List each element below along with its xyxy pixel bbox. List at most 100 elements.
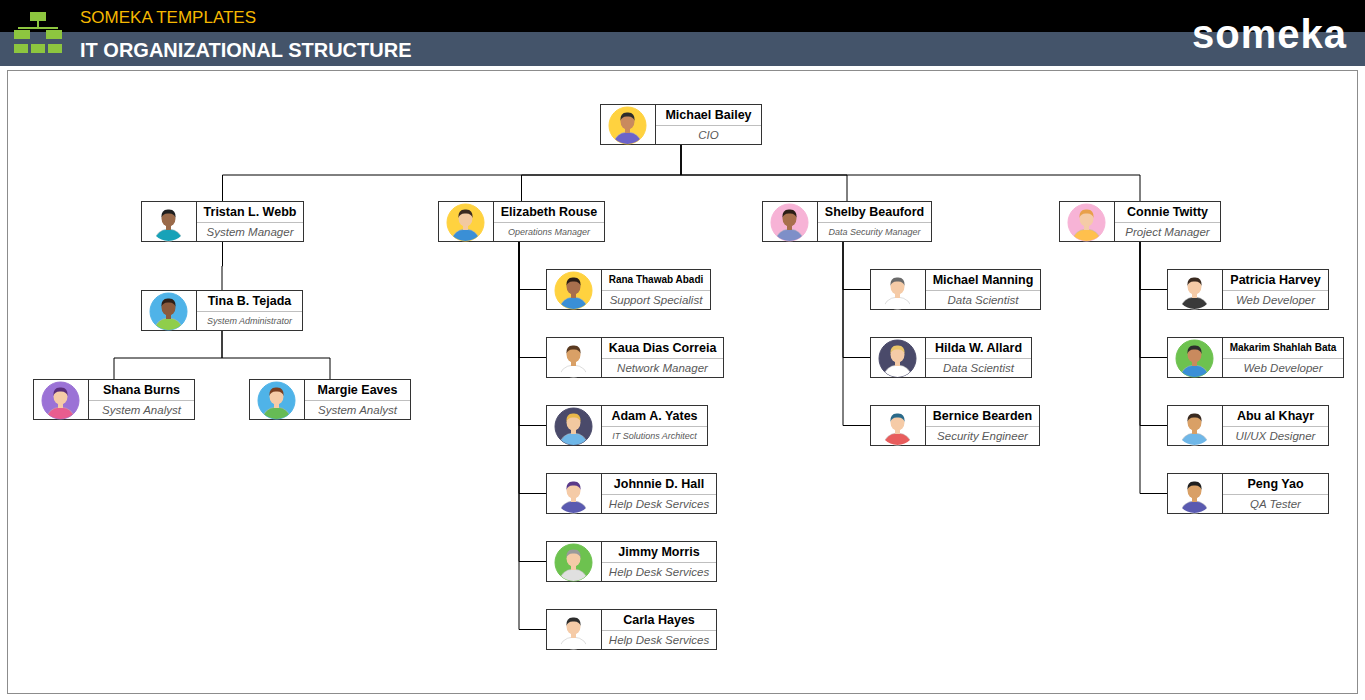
name-text: Shelby Beauford: [825, 205, 924, 219]
name-text: Carla Hayes: [623, 613, 695, 627]
person-box: Hilda W. AllardData Scientist: [870, 337, 1032, 378]
role-text: System Administrator: [207, 316, 292, 326]
info-cell: Michael BaileyCIO: [656, 105, 761, 144]
role-text: UI/UX Designer: [1236, 430, 1316, 442]
info-cell: Makarim Shahlah BataWeb Developer: [1223, 338, 1343, 377]
role-text: CIO: [698, 129, 718, 141]
job-title: Project Manager: [1115, 223, 1220, 242]
person-box: Peng Yao QA Tester: [1167, 473, 1329, 514]
person-box: Kaua Dias CorreiaNetwork Manager: [546, 337, 724, 378]
org-connector: [843, 242, 870, 290]
person-name: Peng Yao: [1223, 474, 1328, 495]
name-text: Hilda W. Allard: [935, 341, 1022, 355]
role-text: System Analyst: [102, 404, 181, 416]
person-box: Jimmy MorrisHelp Desk Services: [546, 541, 717, 582]
org-connector: [1140, 242, 1167, 290]
role-text: Help Desk Services: [609, 498, 709, 510]
name-text: Michael Manning: [933, 273, 1034, 287]
job-title: Security Engineer: [926, 427, 1039, 446]
person-box: Bernice BeardenSecurity Engineer: [870, 405, 1040, 446]
org-connector: [114, 331, 222, 379]
job-title: System Manager: [197, 223, 303, 242]
info-cell: Tina B. TejadaSystem Administrator: [197, 291, 302, 330]
person-name: Rana Thawab Abadi: [602, 270, 710, 291]
org-connector: [519, 242, 546, 562]
person-name: Elizabeth Rouse: [494, 202, 604, 223]
job-title: IT Solutions Architect: [602, 427, 707, 446]
avatar-cell: [142, 202, 197, 241]
org-connector: [519, 242, 546, 494]
person-name: Michael Manning: [926, 270, 1040, 291]
avatar-icon: [1067, 203, 1106, 242]
avatar-cell: [547, 542, 602, 581]
org-connector: [1140, 242, 1167, 426]
role-text: Operations Manager: [508, 227, 590, 237]
name-text: Tina B. Tejada: [208, 294, 292, 308]
name-text: Margie Eaves: [318, 383, 398, 397]
role-text: QA Tester: [1250, 498, 1301, 510]
avatar-cell: [601, 105, 656, 144]
page-title: IT ORGANIZATIONAL STRUCTURE: [80, 39, 411, 62]
job-title: Help Desk Services: [602, 631, 716, 650]
role-text: Network Manager: [617, 362, 708, 374]
info-cell: Adam A. Yates IT Solutions Architect: [602, 406, 707, 445]
avatar-cell: [1168, 338, 1223, 377]
role-text: Data Scientist: [948, 294, 1019, 306]
info-cell: Patricia HarveyWeb Developer: [1223, 270, 1328, 309]
org-connector: [223, 145, 682, 201]
name-text: Kaua Dias Correia: [609, 341, 717, 355]
person-box: Margie EavesSystem Analyst: [249, 379, 411, 420]
person-name: Tina B. Tejada: [197, 291, 302, 312]
person-box: Tina B. TejadaSystem Administrator: [141, 290, 303, 331]
avatar-cell: [547, 270, 602, 309]
role-text: Data Scientist: [943, 362, 1014, 374]
person-name: Kaua Dias Correia: [602, 338, 723, 359]
avatar-icon: [554, 339, 593, 378]
name-text: Adam A. Yates: [611, 409, 697, 423]
avatar-cell: [1168, 406, 1223, 445]
person-name: Patricia Harvey: [1223, 270, 1328, 291]
info-cell: Carla HayesHelp Desk Services: [602, 610, 716, 649]
avatar-icon: [554, 475, 593, 514]
avatar-cell: [34, 380, 89, 419]
info-cell: Shana BurnsSystem Analyst: [89, 380, 194, 419]
logo-text: someka: [1192, 12, 1347, 56]
job-title: System Analyst: [305, 401, 410, 420]
template-icon: [12, 10, 64, 58]
info-cell: Kaua Dias CorreiaNetwork Manager: [602, 338, 723, 377]
person-box: Elizabeth RouseOperations Manager: [438, 201, 605, 242]
avatar-cell: [439, 202, 494, 241]
person-box: Connie TwittyProject Manager: [1059, 201, 1221, 242]
info-cell: Jimmy MorrisHelp Desk Services: [602, 542, 716, 581]
avatar-cell: [547, 610, 602, 649]
job-title: System Analyst: [89, 401, 194, 420]
job-title: QA Tester: [1223, 495, 1328, 514]
org-connector: [519, 242, 546, 426]
info-cell: Tristan L. WebbSystem Manager: [197, 202, 303, 241]
person-name: Adam A. Yates: [602, 406, 707, 427]
chart-panel: [7, 70, 1358, 694]
person-box: Rana Thawab AbadiSupport Specialist: [546, 269, 711, 310]
name-text: Elizabeth Rouse: [501, 205, 598, 219]
person-name: Shana Burns: [89, 380, 194, 401]
avatar-cell: [1168, 270, 1223, 309]
person-box: Michael ManningData Scientist: [870, 269, 1041, 310]
avatar-icon: [149, 292, 188, 331]
info-cell: Rana Thawab AbadiSupport Specialist: [602, 270, 710, 309]
job-title: Data Scientist: [926, 359, 1031, 378]
avatar-icon: [878, 271, 917, 310]
avatar-cell: [547, 474, 602, 513]
role-text: Data Security Manager: [828, 227, 920, 237]
info-cell: Hilda W. AllardData Scientist: [926, 338, 1031, 377]
role-text: Web Developer: [1243, 362, 1322, 374]
avatar-icon: [554, 407, 593, 446]
job-title: CIO: [656, 126, 761, 145]
job-title: Network Manager: [602, 359, 723, 378]
info-cell: Margie EavesSystem Analyst: [305, 380, 410, 419]
person-box: Shelby BeaufordData Security Manager: [762, 201, 932, 242]
avatar-cell: [1168, 474, 1223, 513]
org-connector: [1140, 242, 1167, 358]
avatar-cell: [142, 291, 197, 330]
job-title: Data Scientist: [926, 291, 1040, 310]
name-text: Jimmy Morris: [618, 545, 699, 559]
